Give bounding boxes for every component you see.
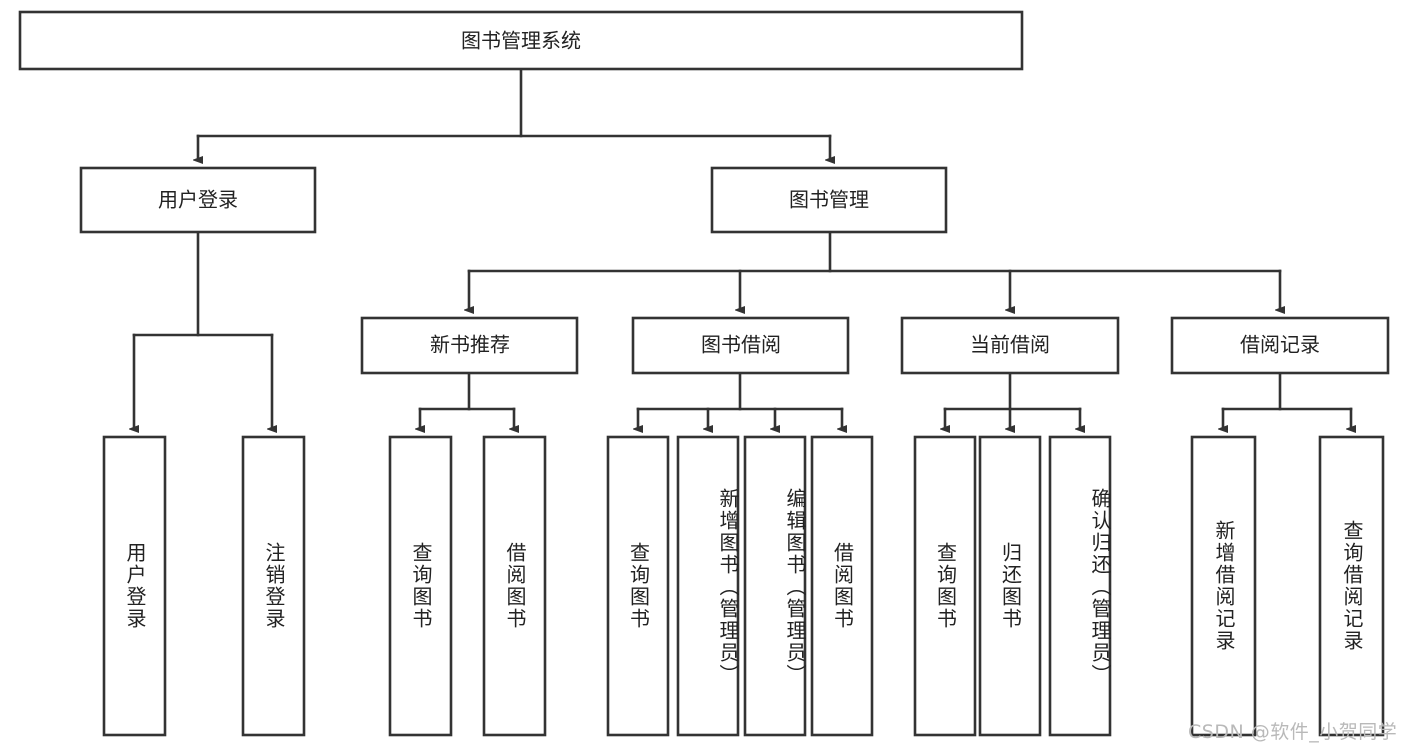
node-new-book-recommend-label: 新书推荐 <box>430 333 510 357</box>
node-borrow-record-box[interactable] <box>1170 316 1390 375</box>
leaf-query-books-cur-box[interactable] <box>913 435 977 737</box>
leaf-add-book-box[interactable] <box>676 435 740 737</box>
node-root-box[interactable] <box>18 10 1024 71</box>
node-book-management[interactable]: 图书管理 <box>710 166 948 234</box>
node-borrow-record-label: 借阅记录 <box>1240 333 1320 357</box>
node-current-borrow-box[interactable] <box>900 316 1120 375</box>
node-root-label: 图书管理系统 <box>461 29 581 53</box>
node-book-borrow-label: 图书借阅 <box>701 333 781 357</box>
node-new-book-recommend-box[interactable] <box>360 316 579 375</box>
leaf-query-books-new-box[interactable] <box>388 435 453 737</box>
leaf-borrow-book-box[interactable] <box>810 435 874 737</box>
node-book-management-label: 图书管理 <box>789 188 869 212</box>
csdn-watermark: CSDN @软件_小贺同学 <box>1188 721 1398 743</box>
leaf-edit-book-box[interactable] <box>743 435 807 737</box>
leaf-logout-box[interactable] <box>241 435 306 737</box>
node-root[interactable]: 图书管理系统 <box>18 10 1024 71</box>
node-book-borrow-box[interactable] <box>631 316 850 375</box>
node-current-borrow-label: 当前借阅 <box>970 333 1050 357</box>
node-user-login-label: 用户登录 <box>158 188 238 212</box>
leaf-confirm-return-box[interactable] <box>1048 435 1112 737</box>
leaf-borrow-books-new-box[interactable] <box>482 435 547 737</box>
node-book-management-box[interactable] <box>710 166 948 234</box>
node-borrow-record[interactable]: 借阅记录 <box>1170 316 1390 375</box>
leaf-query-record-box[interactable] <box>1318 435 1385 737</box>
connector-group <box>134 67 1351 429</box>
leaf-user-login-box[interactable] <box>102 435 167 737</box>
leaf-boxes <box>102 435 1385 737</box>
node-book-borrow[interactable]: 图书借阅 <box>631 316 850 375</box>
node-user-login[interactable]: 用户登录 <box>79 166 317 234</box>
node-current-borrow[interactable]: 当前借阅 <box>900 316 1120 375</box>
leaf-query-books-box[interactable] <box>606 435 670 737</box>
node-new-book-recommend[interactable]: 新书推荐 <box>360 316 579 375</box>
leaf-add-record-box[interactable] <box>1190 435 1257 737</box>
leaf-return-book-box[interactable] <box>978 435 1042 737</box>
node-user-login-box[interactable] <box>79 166 317 234</box>
